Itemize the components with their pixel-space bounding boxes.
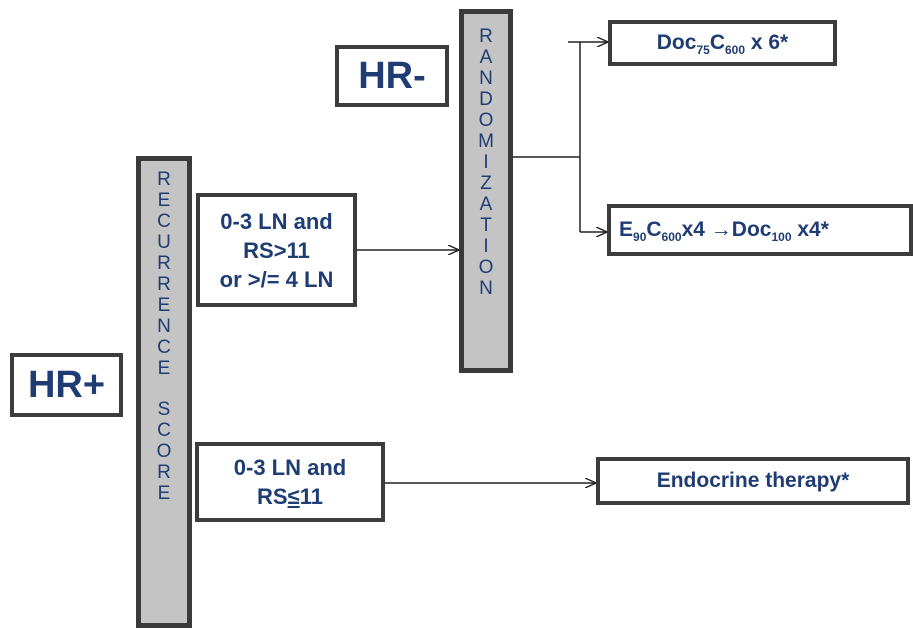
high-criteria-line3: or >/= 4 LN — [219, 266, 334, 292]
bar-letter: T — [480, 215, 492, 236]
sequence-arrow-icon: → — [710, 218, 732, 241]
less-equal-symbol: ≤ — [287, 484, 300, 509]
bar-letter: S — [157, 399, 171, 420]
doc-c-regimen: Doc75C600 x 6* — [656, 31, 789, 57]
bar-letter: N — [479, 68, 493, 89]
low-criteria-line1: 0-3 LN and — [233, 455, 347, 480]
low-criteria-line2: RS≤11 — [257, 482, 323, 511]
bar-letter: A — [479, 194, 493, 215]
hr-positive-box: HR+ — [10, 353, 123, 417]
high-criteria-line1: 0-3 LN and — [220, 208, 333, 234]
bar-letter: R — [157, 169, 171, 190]
bar-letter: D — [479, 89, 493, 110]
bar-letter: I — [483, 236, 489, 257]
low-criteria-rs: RS — [257, 484, 288, 509]
hr-positive-label: HR+ — [27, 363, 106, 406]
bar-letter: A — [479, 47, 493, 68]
bar-letter: N — [157, 316, 171, 337]
bar-letter: C — [157, 337, 171, 358]
bar-letter: O — [156, 441, 172, 462]
bar-letter: M — [478, 131, 494, 152]
ec-doc-regimen: E90C600x4 →Doc100 x4* — [619, 218, 829, 244]
bar-letter: R — [157, 462, 171, 483]
low-risk-criteria-box: 0-3 LN and RS≤11 — [195, 442, 385, 522]
low-criteria-value: 11 — [299, 484, 323, 509]
bar-letter: C — [157, 420, 171, 441]
bar-letter: R — [479, 26, 493, 47]
bar-letter: E — [157, 483, 171, 504]
treatment-doc-c-box: Doc75C600 x 6* — [608, 20, 837, 66]
bar-letter: R — [157, 274, 171, 295]
bar-letter: E — [157, 358, 171, 379]
bar-letter: O — [478, 257, 494, 278]
hr-negative-label: HR- — [358, 54, 426, 97]
bar-letter: I — [483, 152, 489, 173]
bar-letter: E — [157, 295, 171, 316]
bar-letter: E — [157, 190, 171, 211]
high-criteria-line2: RS>11 — [243, 237, 310, 263]
bar-letter: R — [157, 253, 171, 274]
treatment-endocrine-box: Endocrine therapy* — [596, 457, 910, 505]
treatment-ec-doc-box: E90C600x4 →Doc100 x4* — [607, 204, 913, 256]
bar-letter — [161, 379, 166, 399]
bar-letter: N — [479, 278, 493, 299]
bar-letter: O — [478, 110, 494, 131]
high-risk-criteria-box: 0-3 LN and RS>11 or >/= 4 LN — [196, 193, 357, 307]
bar-letter: C — [157, 211, 171, 232]
bar-letter: Z — [480, 173, 492, 194]
hr-negative-box: HR- — [335, 45, 449, 107]
bar-letter: U — [157, 232, 171, 253]
endocrine-therapy-label: Endocrine therapy* — [656, 469, 850, 492]
